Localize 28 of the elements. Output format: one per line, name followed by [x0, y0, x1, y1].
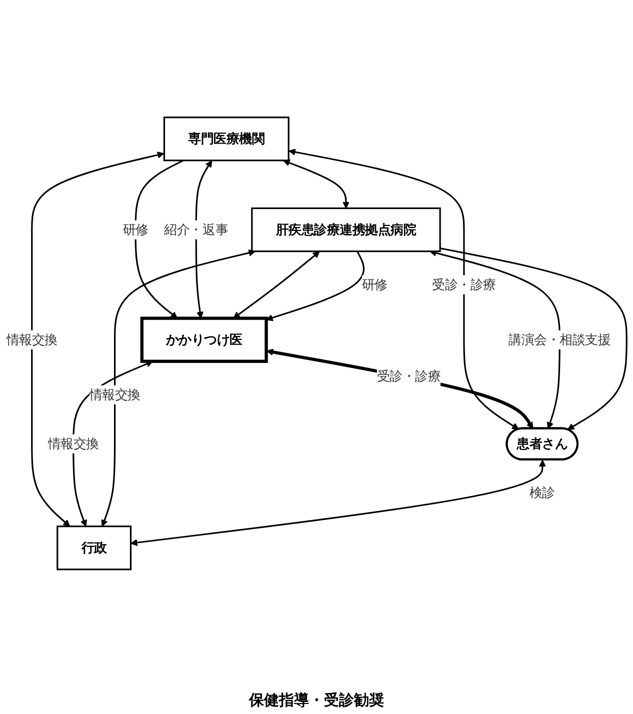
edge-label: 受診・診療 — [376, 368, 441, 384]
edge-label: 講演会・相談支援 — [508, 332, 611, 348]
arrow — [195, 160, 212, 319]
node-box: 肝疾患診療連携拠点病院 — [251, 208, 441, 252]
edge-label: 受診・診療 — [432, 276, 496, 292]
arrow — [266, 348, 534, 430]
arrow — [440, 248, 628, 430]
edge-label: 情報交換 — [89, 386, 140, 402]
edge-label: 紹介・返事 — [164, 222, 228, 238]
arrow — [31, 152, 164, 527]
edge-label: 研修 — [122, 222, 148, 238]
arrow — [430, 250, 560, 430]
edge-label: 検診 — [529, 485, 555, 500]
arrow — [288, 148, 519, 430]
arrow — [130, 460, 546, 546]
note-text: 保健指導・受診勧奨 — [249, 691, 384, 709]
node-box: 専門医療機関 — [163, 116, 290, 162]
edge-label: 情報交換 — [48, 436, 99, 452]
arrow — [266, 251, 365, 322]
arrow — [101, 250, 256, 527]
node-box: 行政 — [56, 526, 132, 570]
arrow — [233, 251, 320, 319]
arrow — [283, 160, 350, 209]
arrow — [134, 160, 184, 319]
edge-label: 研修 — [362, 276, 388, 292]
edge-label: 情報交換 — [6, 332, 58, 348]
node-box: かかりつけ医 — [140, 316, 268, 364]
arrow — [72, 360, 153, 527]
